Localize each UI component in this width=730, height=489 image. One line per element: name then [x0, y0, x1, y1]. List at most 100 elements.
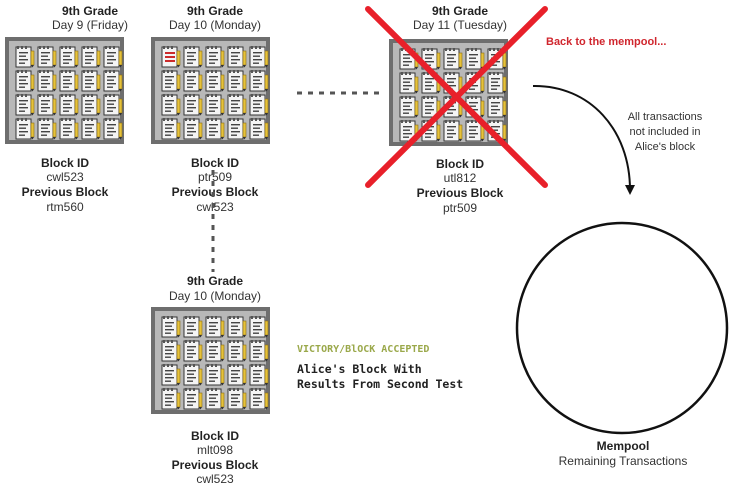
block-grade: 9th Grade [61, 4, 118, 18]
transaction-icon [227, 45, 247, 68]
transaction-icon [249, 339, 269, 362]
block-id: ptr509 [197, 170, 233, 184]
block-grade: 9th Grade [186, 4, 243, 18]
transaction-icon [227, 363, 247, 386]
previous-block-label: Previous Block [21, 185, 109, 199]
transactions-note: All transactions not included in Alice's… [610, 110, 720, 155]
block-day10 [151, 37, 270, 144]
previous-block-id: cwl523 [196, 472, 234, 486]
transaction-icon [465, 47, 485, 70]
transaction-icon [183, 387, 203, 410]
transaction-icon [249, 315, 269, 338]
block-id-label: Block ID [435, 157, 484, 171]
transaction-icon [465, 71, 485, 94]
transaction-icon [205, 387, 225, 410]
transaction-icon [399, 71, 419, 94]
previous-block-label: Previous Block [171, 458, 259, 472]
transaction-icon [161, 315, 181, 338]
transaction-icon [421, 95, 441, 118]
block-day9 [5, 37, 124, 144]
transaction-icon [205, 339, 225, 362]
transaction-icon [183, 45, 203, 68]
transaction-icon [443, 95, 463, 118]
transaction-icon [183, 363, 203, 386]
transaction-grid [399, 47, 507, 142]
transaction-icon [399, 47, 419, 70]
transaction-icon [227, 315, 247, 338]
victory-line-2: Results From Second Test [297, 377, 464, 391]
transaction-icon [161, 93, 181, 116]
transaction-icon [227, 93, 247, 116]
victory-line-1: Alice's Block With [297, 362, 422, 376]
transactions-note-line: Alice's block [634, 141, 696, 153]
transaction-icon [183, 93, 203, 116]
transaction-icon [205, 69, 225, 92]
transaction-icon [103, 45, 123, 68]
transaction-icon [487, 47, 507, 70]
transaction-icon [421, 47, 441, 70]
transaction-icon [15, 45, 35, 68]
transaction-icon [249, 69, 269, 92]
transaction-icon [249, 387, 269, 410]
previous-block-id: cwl523 [196, 200, 234, 214]
transaction-icon [103, 69, 123, 92]
rejected-note: Back to the mempool... [546, 36, 667, 48]
mempool-title: Mempool [596, 439, 650, 453]
mempool-subtitle: Remaining Transactions [558, 454, 688, 468]
block-id: utl812 [443, 171, 477, 185]
block-id-label: Block ID [190, 429, 239, 443]
transaction-icon [161, 387, 181, 410]
transaction-icon [81, 117, 101, 140]
transaction-icon [81, 45, 101, 68]
transaction-icon [161, 363, 181, 386]
transaction-icon [103, 117, 123, 140]
transaction-icon [205, 117, 225, 140]
transaction-icon [15, 93, 35, 116]
block-day11-rejected [389, 39, 508, 146]
victory-status: VICTORY/BlOCK ACCEPTED [297, 344, 430, 355]
transaction-icon [249, 45, 269, 68]
block-alice-accepted [151, 307, 270, 414]
transaction-icon [205, 93, 225, 116]
transaction-icon [227, 117, 247, 140]
transaction-icon [81, 93, 101, 116]
transaction-icon [59, 69, 79, 92]
block-grade: 9th Grade [186, 274, 243, 288]
block-day: Day 10 (Monday) [168, 289, 262, 303]
transaction-icon [205, 315, 225, 338]
transaction-grid [15, 45, 123, 140]
transaction-icon [59, 45, 79, 68]
block-id: cwl523 [46, 170, 84, 184]
block-id-label: Block ID [190, 156, 239, 170]
block-day: Day 9 (Friday) [51, 18, 128, 32]
transaction-icon [15, 117, 35, 140]
transaction-icon [103, 93, 123, 116]
transaction-icon [205, 363, 225, 386]
transaction-icon [487, 71, 507, 94]
previous-block-label: Previous Block [416, 186, 504, 200]
transaction-icon [487, 119, 507, 142]
transaction-icon [249, 93, 269, 116]
transaction-icon [227, 387, 247, 410]
transaction-icon [399, 119, 419, 142]
transaction-icon [249, 363, 269, 386]
transaction-icon [37, 69, 57, 92]
transaction-icon [443, 119, 463, 142]
transaction-icon [161, 69, 181, 92]
block-day: Day 11 (Tuesday) [412, 18, 508, 32]
transaction-icon [161, 339, 181, 362]
transaction-icon [59, 93, 79, 116]
mempool-circle [515, 221, 729, 435]
previous-block-label: Previous Block [171, 185, 259, 199]
block-day: Day 10 (Monday) [168, 18, 262, 32]
transaction-icon [443, 71, 463, 94]
transaction-icon [183, 315, 203, 338]
transaction-icon [81, 69, 101, 92]
previous-block-id: ptr509 [442, 201, 478, 215]
transaction-icon [421, 119, 441, 142]
transaction-icon [465, 95, 485, 118]
transaction-icon [443, 47, 463, 70]
transaction-icon [183, 69, 203, 92]
transaction-icon [161, 117, 181, 140]
